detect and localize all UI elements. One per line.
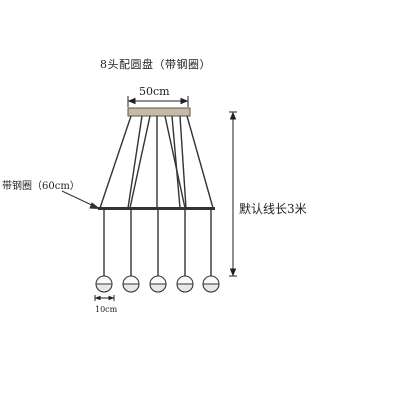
glass-bulbs — [95, 275, 220, 293]
bulb-1 — [95, 275, 113, 293]
canopy-diameter-label: 50cm — [139, 85, 170, 98]
bulb-dimension-arrow — [94, 295, 115, 301]
suspension-wires — [99, 115, 214, 209]
steel-ring — [98, 207, 215, 210]
bulb-2 — [122, 275, 140, 293]
cord-length-label: 默认线长3米 — [239, 202, 307, 216]
drop-cords — [103, 210, 212, 276]
diagram-title: 8头配圆盘（带钢圈） — [100, 58, 211, 71]
ring-pointer-arrow — [61, 190, 101, 210]
bulb-4 — [176, 275, 194, 293]
height-dimension-arrow — [229, 111, 237, 277]
steel-ring-label: 带钢圈（60cm） — [2, 181, 80, 192]
bulb-5 — [202, 275, 220, 293]
canopy-plate — [127, 107, 191, 117]
canopy-dimension-arrow — [127, 96, 189, 107]
bulb-diameter-label: 10cm — [95, 305, 118, 314]
bulb-3 — [149, 275, 167, 293]
